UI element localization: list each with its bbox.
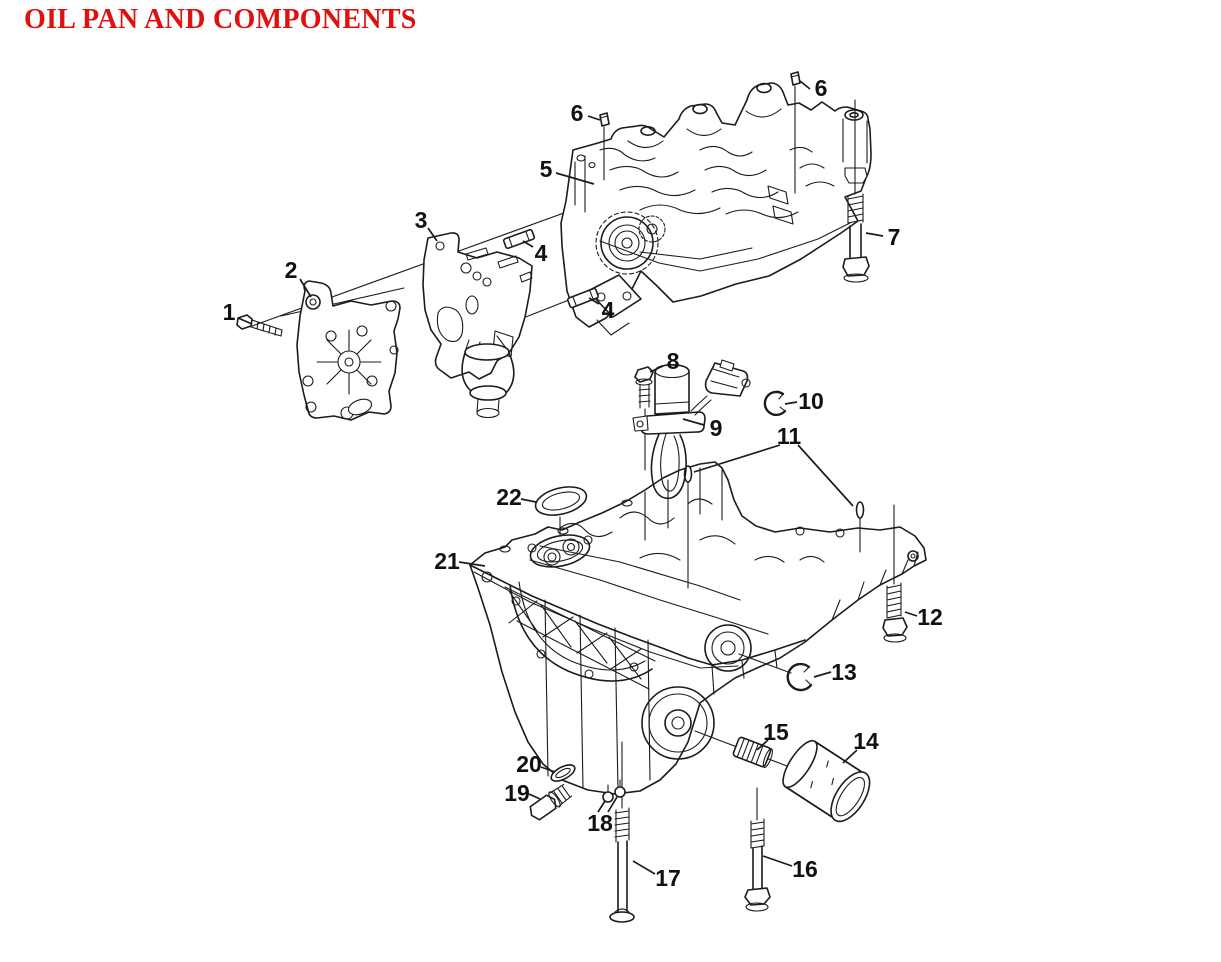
callout-label-19: 19 xyxy=(504,780,530,806)
callout-label-10: 10 xyxy=(798,388,824,414)
part-shaft-sleeve-4b xyxy=(566,287,600,309)
callout-leader-12 xyxy=(904,611,918,617)
callout-leader-9 xyxy=(682,418,705,426)
callout-leader-15 xyxy=(756,739,769,751)
callout-label-8: 8 xyxy=(667,348,680,374)
part-bolt-8 xyxy=(634,366,654,471)
callout-leader-3 xyxy=(427,227,438,242)
callout-label-17: 17 xyxy=(655,865,681,891)
sensor-bore xyxy=(704,624,752,672)
part-balance-shaft-housing-5 xyxy=(560,82,872,336)
part-stud-6-left xyxy=(599,112,610,181)
part-bolt-12 xyxy=(882,504,908,643)
part-oil-filter-14 xyxy=(782,739,871,823)
callout-leader-6 xyxy=(587,115,601,121)
callout-label-9: 9 xyxy=(710,415,723,441)
callout-label-2: 2 xyxy=(285,257,298,283)
part-clip-10 xyxy=(763,390,787,417)
part-bolt-17 xyxy=(609,741,635,923)
callout-label-4: 4 xyxy=(602,297,615,323)
callout-label-20: 20 xyxy=(516,751,542,777)
part-oil-level-sensor-9 xyxy=(632,359,751,500)
part-oil-pan-21 xyxy=(469,461,927,795)
callout-label-5: 5 xyxy=(540,156,553,182)
oil-pickup-funnel xyxy=(461,339,515,419)
gasket-port xyxy=(527,516,593,568)
pump-drive-gears xyxy=(595,211,666,275)
callout-label-3: 3 xyxy=(415,207,428,233)
callout-label-18: 18 xyxy=(587,810,613,836)
callout-leader-18 xyxy=(597,800,606,813)
callout-label-6: 6 xyxy=(815,75,828,101)
callout-label-22: 22 xyxy=(496,484,522,510)
part-washer-20 xyxy=(550,764,576,782)
part-fitting-15 xyxy=(732,736,773,769)
callout-label-6: 6 xyxy=(571,100,584,126)
callout-label-7: 7 xyxy=(888,224,901,250)
callout-leader-4 xyxy=(522,240,534,248)
callout-label-16: 16 xyxy=(792,856,818,882)
callout-leader-11 xyxy=(797,444,854,507)
part-gasket-22 xyxy=(534,486,588,516)
callout-label-4: 4 xyxy=(535,240,548,266)
callout-label-14: 14 xyxy=(853,728,879,754)
part-shaft-sleeve-4a xyxy=(502,228,536,250)
callout-leader-14 xyxy=(842,749,858,764)
part-pump-cover-2 xyxy=(296,280,401,421)
callout-leader-16 xyxy=(762,855,793,867)
callout-label-12: 12 xyxy=(917,604,943,630)
callout-leader-2 xyxy=(299,278,312,298)
part-bolt-16 xyxy=(744,787,771,912)
part-stud-6-right xyxy=(790,71,801,194)
callout-leader-1 xyxy=(237,317,253,325)
part-pump-body-3 xyxy=(422,232,533,419)
part-seals-18 xyxy=(602,779,626,803)
callout-leader-22 xyxy=(520,498,537,503)
callout-leader-5 xyxy=(555,172,595,185)
callout-label-11: 11 xyxy=(777,423,802,449)
callout-label-13: 13 xyxy=(831,659,857,685)
callout-leader-8 xyxy=(649,365,664,373)
callout-leader-10 xyxy=(784,401,798,405)
page-title: OIL PAN AND COMPONENTS xyxy=(24,4,417,35)
oil-filter-boss xyxy=(641,686,715,760)
part-clip-13 xyxy=(786,662,813,692)
part-pin-11-right xyxy=(855,501,865,553)
part-drain-plug-19 xyxy=(529,783,573,821)
callout-leader-20 xyxy=(540,766,556,773)
callout-label-1: 1 xyxy=(223,299,236,325)
callout-leader-18 xyxy=(607,796,618,813)
callout-leader-4 xyxy=(588,297,600,305)
callout-leader-17 xyxy=(632,860,656,875)
callout-leader-13 xyxy=(813,671,832,678)
callout-leader-19 xyxy=(528,793,541,800)
callout-leader-6 xyxy=(799,80,811,90)
callout-label-21: 21 xyxy=(434,548,460,574)
callout-leader-21 xyxy=(458,561,486,567)
callout-leader-11 xyxy=(693,444,781,473)
part-bolt-7 xyxy=(842,99,870,283)
callout-leader-7 xyxy=(865,232,884,237)
callout-label-15: 15 xyxy=(763,719,789,745)
